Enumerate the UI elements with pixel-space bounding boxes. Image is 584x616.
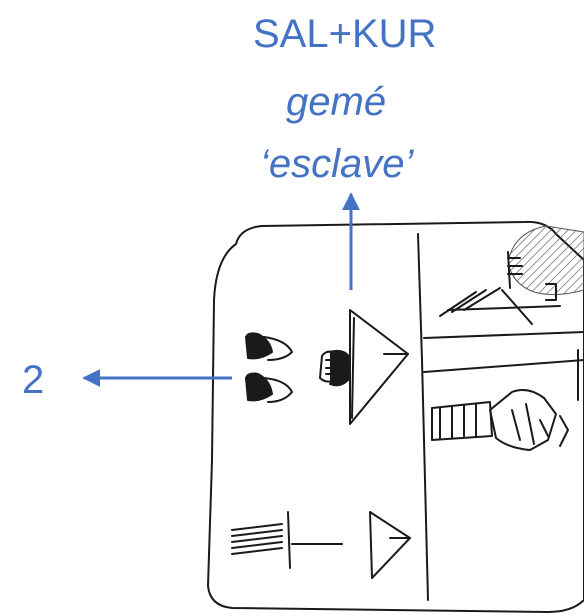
sign-name-label: SAL+KUR	[253, 12, 437, 56]
clay-tablet-icon	[207, 220, 584, 613]
reading-label: gemé	[286, 80, 387, 124]
count-label: 2	[22, 358, 45, 402]
gloss-label: ‘esclave’	[260, 142, 414, 186]
